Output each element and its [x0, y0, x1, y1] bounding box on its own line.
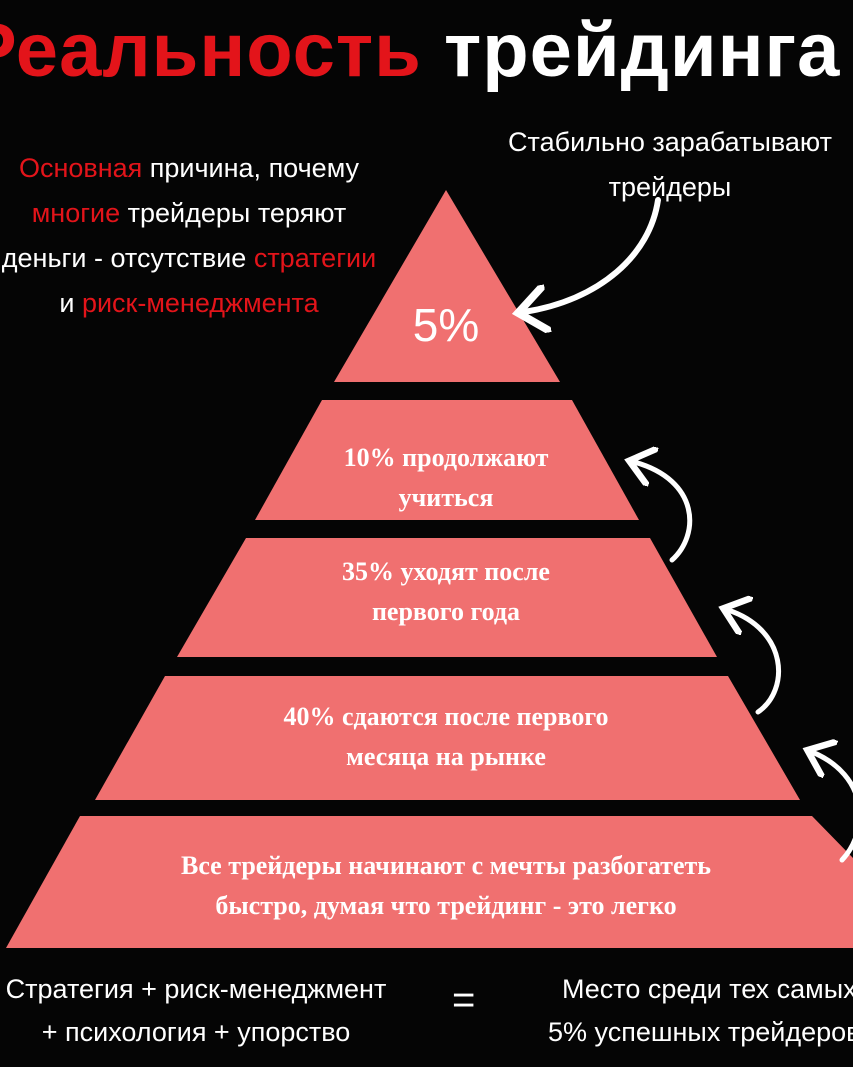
- reason-text: Основная причина, почему многие трейдеры…: [0, 146, 424, 326]
- page-title: Реальность трейдинга: [0, 6, 853, 96]
- tier-3-label: 35% уходят после первого года: [196, 552, 696, 632]
- stable-label-line1: Стабильно зарабатывают: [508, 127, 832, 157]
- formula-left-line1: Стратегия + риск-менеджмент: [5, 974, 387, 1004]
- arrow-curve-1-icon: [634, 462, 693, 563]
- reason-line4-white: и: [59, 288, 82, 318]
- pyramid-tier-3: [177, 538, 717, 657]
- title-red-part: Реальность: [0, 8, 422, 93]
- reason-line3-red: стратегии: [253, 243, 377, 273]
- arrow-top-icon: [524, 197, 661, 312]
- tier-3-line1: 35% уходят после: [342, 557, 550, 586]
- reason-line4-red: риск-менеджмента: [81, 288, 319, 318]
- pyramid-tier-4: [95, 676, 800, 800]
- arrow-curve-3-icon: [812, 752, 853, 863]
- tier-4-line2: месяца на рынке: [346, 742, 546, 771]
- formula-right-line1: Место среди тех самых: [562, 974, 853, 1004]
- reason-line1-white: причина, почему: [142, 153, 360, 183]
- formula-right: Место среди тех самых 5% успешных трейде…: [548, 968, 853, 1054]
- pyramid-tier-2: [255, 400, 639, 520]
- pyramid-tier-base: [6, 816, 853, 948]
- tier-base-line2: быстро, думая что трейдинг - это легко: [215, 891, 677, 920]
- stable-label-line2: трейдеры: [608, 172, 732, 202]
- formula-left-line2: + психология + упорство: [41, 1017, 351, 1047]
- arrow-curve-2-icon: [728, 610, 781, 715]
- title-white-part: трейдинга: [444, 8, 841, 93]
- tier-top-line1: 5%: [412, 299, 480, 351]
- reason-line2-white: трейдеры теряют: [120, 198, 347, 228]
- formula-right-line2: 5% успешных трейдеров: [548, 1017, 853, 1047]
- tier-2-line2: учиться: [398, 483, 494, 512]
- reason-line3-white: деньги - отсутствие: [1, 243, 254, 273]
- stable-earners-label: Стабильно зарабатывают трейдеры: [440, 120, 853, 210]
- tier-3-line2: первого года: [371, 597, 521, 626]
- reason-line1-red: Основная: [18, 153, 143, 183]
- reason-line2-red: многие: [31, 198, 121, 228]
- tier-base-label: Все трейдеры начинают с мечты разбогатет…: [46, 846, 846, 926]
- tier-4-line1: 40% сдаются после первого: [283, 702, 609, 731]
- formula-equals: =: [452, 978, 476, 1022]
- tier-4-label: 40% сдаются после первого месяца на рынк…: [126, 697, 766, 777]
- pyramid-tier-top: [334, 190, 560, 382]
- tier-top-label: 5%: [376, 298, 516, 352]
- tier-2-label: 10% продолжают учиться: [246, 438, 646, 518]
- formula-left: Стратегия + риск-менеджмент + психология…: [0, 968, 436, 1054]
- tier-base-line1: Все трейдеры начинают с мечты разбогатет…: [180, 851, 712, 880]
- tier-2-line1: 10% продолжают: [343, 443, 549, 472]
